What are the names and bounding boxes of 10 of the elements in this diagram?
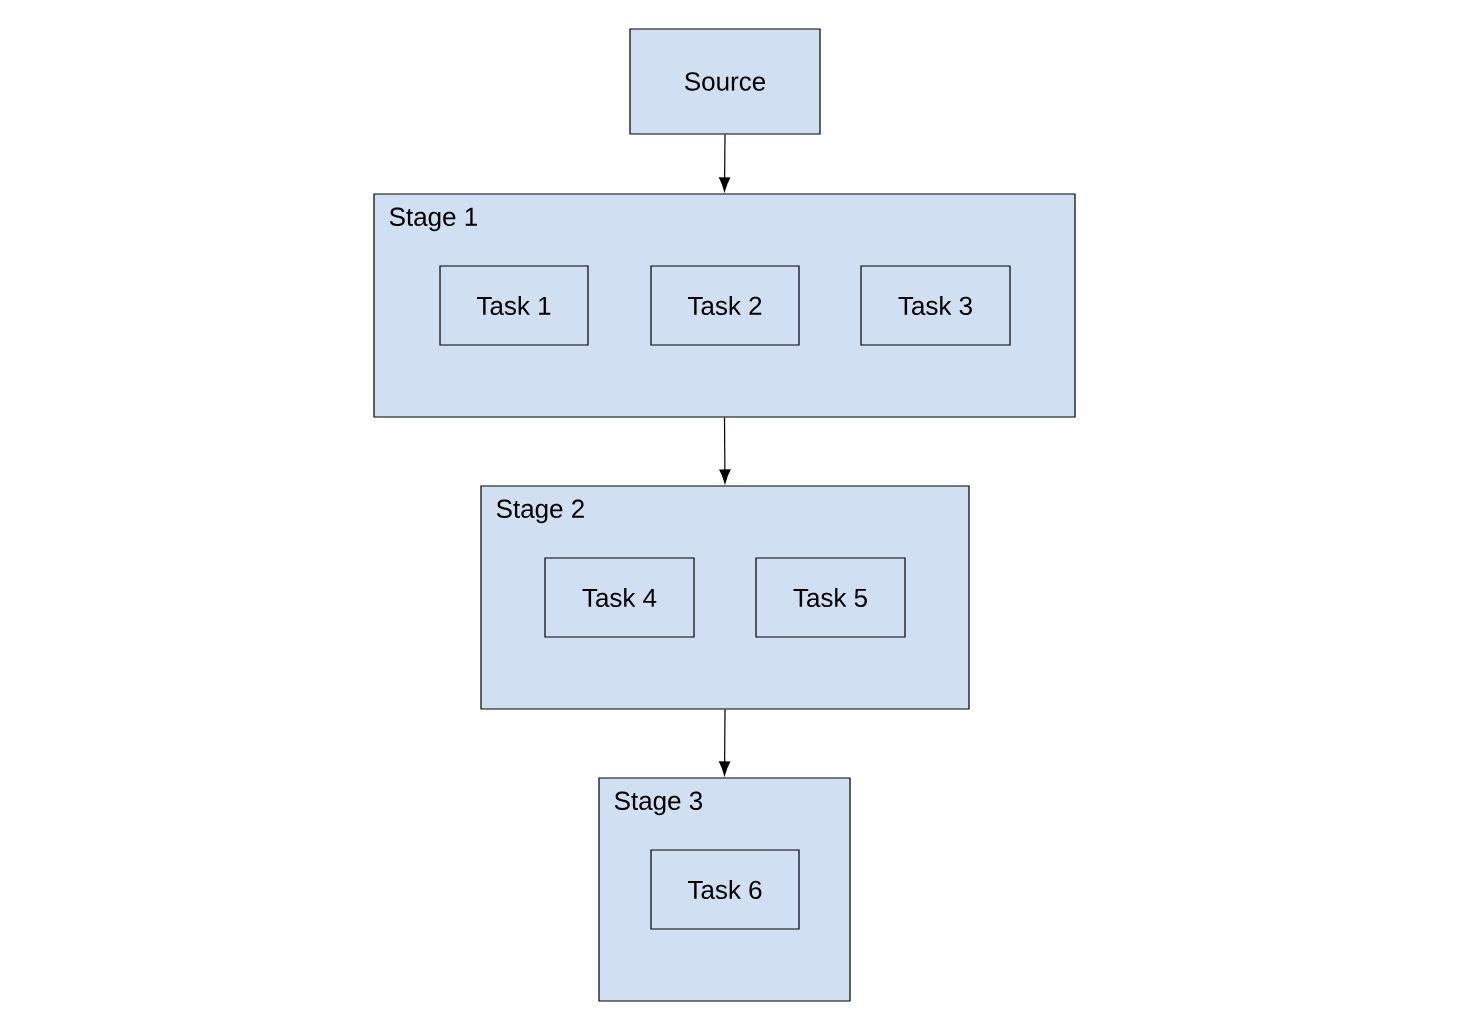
task-box: Task 6 — [650, 849, 800, 930]
task-box: Task 5 — [755, 557, 906, 638]
source-box: Source — [629, 28, 821, 135]
task-box: Task 3 — [860, 265, 1011, 346]
arrow — [719, 417, 731, 484]
task-box: Task 1 — [439, 265, 589, 346]
task-box: Task 2 — [650, 265, 800, 346]
task-box: Task 4 — [544, 557, 695, 638]
arrow — [719, 134, 731, 192]
arrow — [719, 709, 731, 776]
